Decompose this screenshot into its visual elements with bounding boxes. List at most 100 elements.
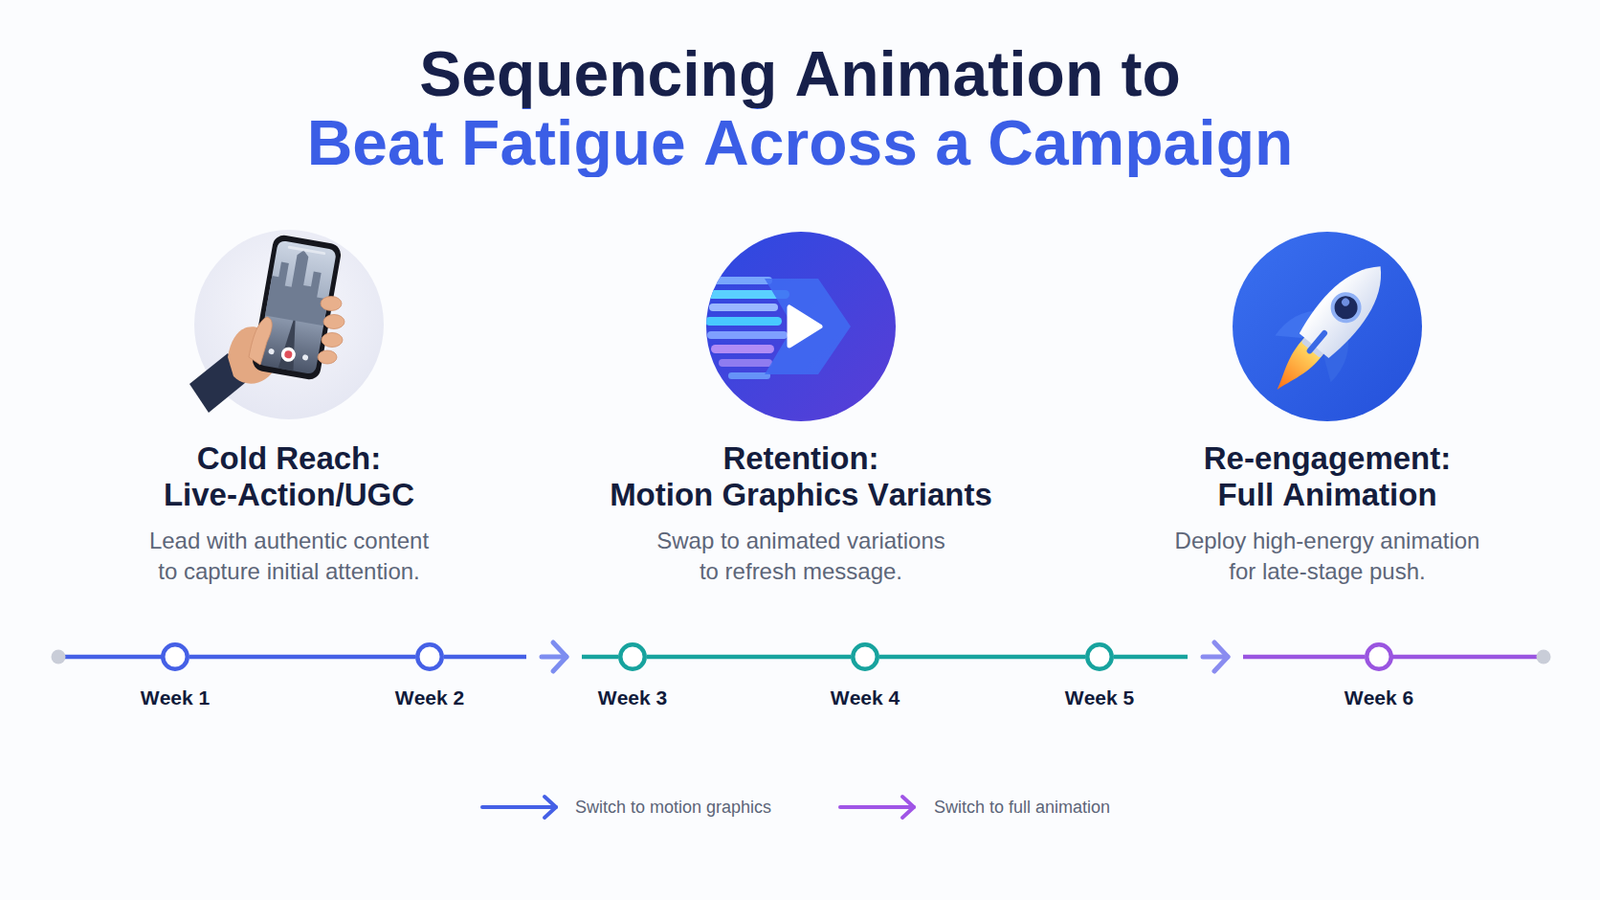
week-label: Week 1: [140, 686, 210, 710]
wrap-spacer: [292, 39, 418, 109]
legend-label: Switch to motion graphics: [575, 787, 772, 826]
legend-swatch: [837, 787, 920, 826]
week-ring: [415, 642, 445, 671]
legend-arrow: [482, 804, 556, 809]
wrap-spacer: [145, 440, 179, 477]
arrow-head: [1214, 642, 1228, 671]
week-ring: [1366, 644, 1392, 669]
wrap-spacer: [1183, 440, 1189, 477]
week-ring: [1087, 644, 1112, 669]
phone-icon: [250, 233, 343, 381]
rocket-icon: [1296, 251, 1399, 361]
wrap-spacer: [1466, 440, 1471, 477]
week-marker: Week 2: [415, 642, 445, 671]
week-label: Week 3: [598, 686, 667, 710]
week-label: Week 4: [830, 686, 900, 710]
timeline-connector: [444, 642, 619, 671]
timeline-tail: [1392, 654, 1544, 660]
stage-column: Cold Reach: Live-Action/UGCLead with aut…: [78, 440, 500, 587]
week-marker: Week 1: [160, 642, 190, 671]
week-label: Week 6: [1344, 686, 1414, 710]
arrow-head: [1202, 654, 1228, 660]
stage-heading: Re-engagement: Full Animation: [1183, 440, 1471, 513]
legend-arrow: [544, 796, 556, 818]
legend-swatch: [479, 787, 562, 826]
phone-icon: [302, 354, 310, 361]
play-icon: [705, 316, 782, 326]
week-ring: [618, 642, 647, 671]
stage-column: Re-engagement: Full AnimationDeploy high…: [1116, 440, 1538, 587]
play-icon: [711, 344, 775, 354]
timeline-connector: [879, 656, 1086, 658]
play-icon: [707, 331, 788, 339]
phone-icon: [250, 233, 343, 381]
phone-icon: [248, 316, 272, 365]
phone-icon: [323, 314, 345, 330]
play-icon: [789, 307, 821, 346]
phone-icon: [288, 244, 327, 255]
timeline-segment: [1243, 654, 1365, 660]
stage-heading: Cold Reach: Live-Action/UGC: [145, 440, 433, 513]
rocket-icon: [1327, 288, 1365, 326]
rocket-icon: [1248, 243, 1409, 414]
phone-icon: [280, 346, 297, 363]
timeline-tail: [1536, 649, 1552, 665]
play-icon: [705, 276, 851, 379]
phone-icon: [284, 350, 293, 359]
week-ring: [162, 644, 188, 669]
timeline-segment: [189, 654, 416, 660]
timeline-connector: [646, 656, 851, 658]
week-ring: [417, 644, 443, 669]
phone-icon: [320, 296, 342, 312]
wrap-spacer: [1182, 39, 1308, 109]
play-icon: [709, 303, 778, 312]
arrow-head: [541, 654, 567, 660]
week-label: Week 2: [395, 686, 465, 710]
phone-icon: [267, 348, 275, 356]
stage-description: Swap to animated variations to refresh m…: [650, 525, 953, 587]
rocket-icon: [1232, 231, 1423, 422]
play-icon: [764, 278, 851, 375]
week-marker: Week 3: [618, 642, 647, 671]
phone-icon: [265, 245, 336, 327]
week-marker: Week 6: [1364, 642, 1394, 671]
title: Sequencing Animation to Beat Fatigue Acr…: [292, 39, 1308, 178]
stage-heading: Retention: Motion Graphics Variants: [600, 440, 1002, 513]
phone-icon: [189, 229, 384, 420]
wrap-spacer: [399, 440, 433, 477]
play-icon: [728, 372, 771, 379]
play-icon: [705, 231, 896, 422]
week-ring: [1085, 642, 1114, 671]
week-marker: Week 5: [1085, 642, 1114, 671]
week-label: Week 5: [1065, 686, 1134, 710]
phone-icon: [317, 350, 337, 364]
rocket-icon: [1232, 231, 1423, 422]
stage-column: Retention: Motion Graphics VariantsSwap …: [590, 440, 1012, 587]
week-marker: Week 4: [850, 642, 880, 671]
phone-icon: [321, 333, 343, 348]
week-ring: [160, 642, 190, 671]
timeline-tail: [51, 649, 1552, 665]
rocket-icon: [1339, 296, 1351, 308]
legend-arrow: [902, 796, 914, 818]
week-ring: [620, 644, 645, 669]
wrap-spacer: [906, 440, 1002, 477]
timeline-segment: [444, 654, 527, 660]
timeline-tail: [58, 654, 162, 660]
rocket-icon: [1305, 329, 1329, 356]
arrow-head: [553, 642, 567, 671]
timeline-connector: [189, 656, 416, 658]
timeline-segment: [581, 654, 619, 660]
timeline-connector: [1113, 642, 1365, 671]
play-icon: [718, 358, 773, 367]
play-icon: [712, 276, 773, 285]
timeline-segment: [646, 654, 851, 660]
play-icon: [706, 231, 896, 422]
week-ring: [850, 642, 880, 671]
stage-description: Deploy high-energy animation for late-st…: [1167, 525, 1489, 587]
week-ring: [852, 644, 878, 669]
wrap-spacer: [600, 440, 696, 477]
phone-icon: [278, 318, 303, 371]
